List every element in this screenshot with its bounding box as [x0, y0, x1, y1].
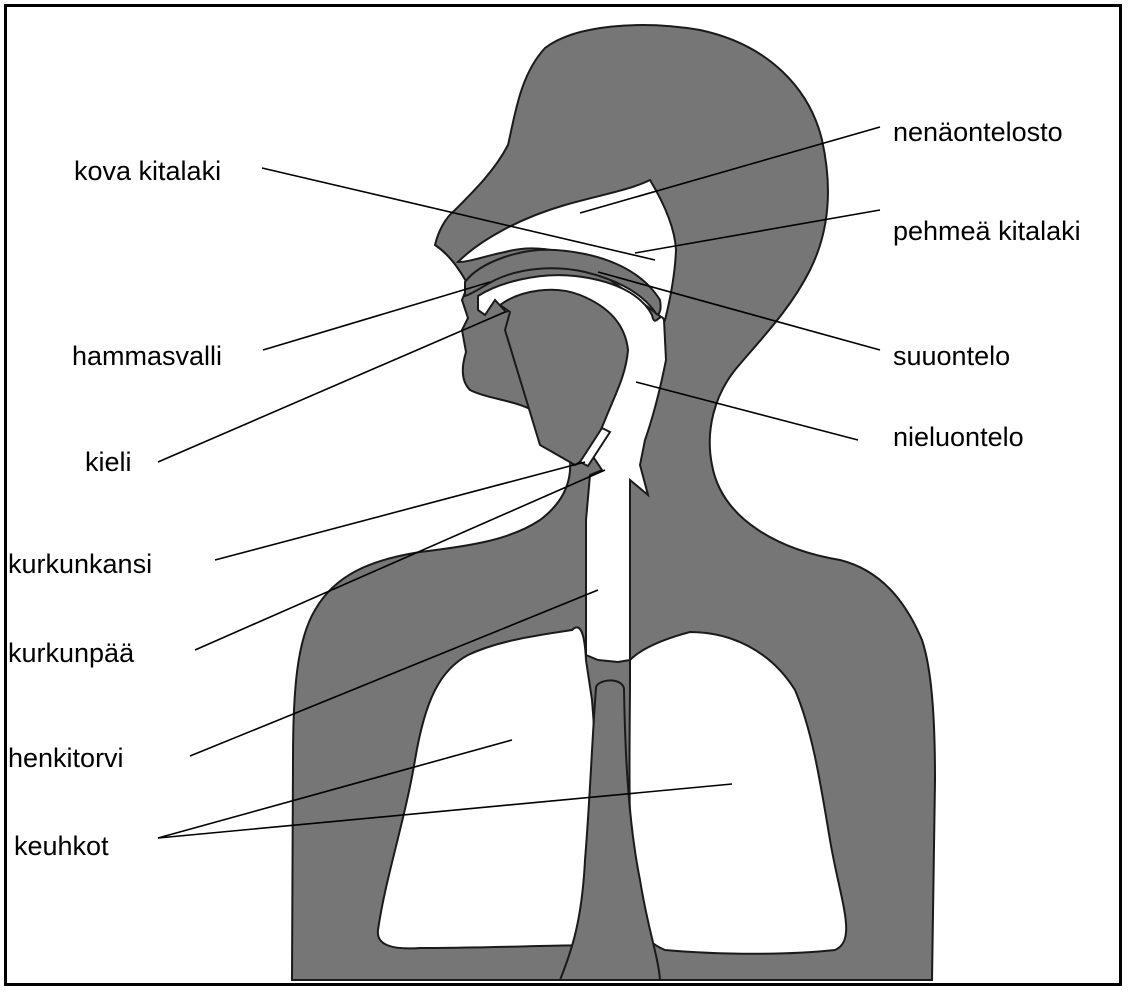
label-keuhkot: keuhkot: [14, 831, 109, 861]
label-pehmea-kitalaki: pehmeä kitalaki: [893, 216, 1081, 246]
label-suuontelo: suuontelo: [893, 341, 1010, 371]
label-kurkunpaa: kurkunpää: [8, 638, 135, 668]
label-kieli: kieli: [85, 447, 132, 477]
label-nieluontelo: nieluontelo: [893, 422, 1024, 452]
label-nenaontelosto: nenäontelosto: [893, 117, 1063, 147]
label-hammasvalli: hammasvalli: [72, 341, 222, 371]
leader-hammasvalli: [263, 282, 490, 350]
label-kurkunkansi: kurkunkansi: [8, 549, 152, 579]
label-kova-kitalaki: kova kitalaki: [74, 156, 221, 186]
leader-kieli: [158, 312, 505, 462]
label-henkitorvi: henkitorvi: [8, 743, 124, 773]
